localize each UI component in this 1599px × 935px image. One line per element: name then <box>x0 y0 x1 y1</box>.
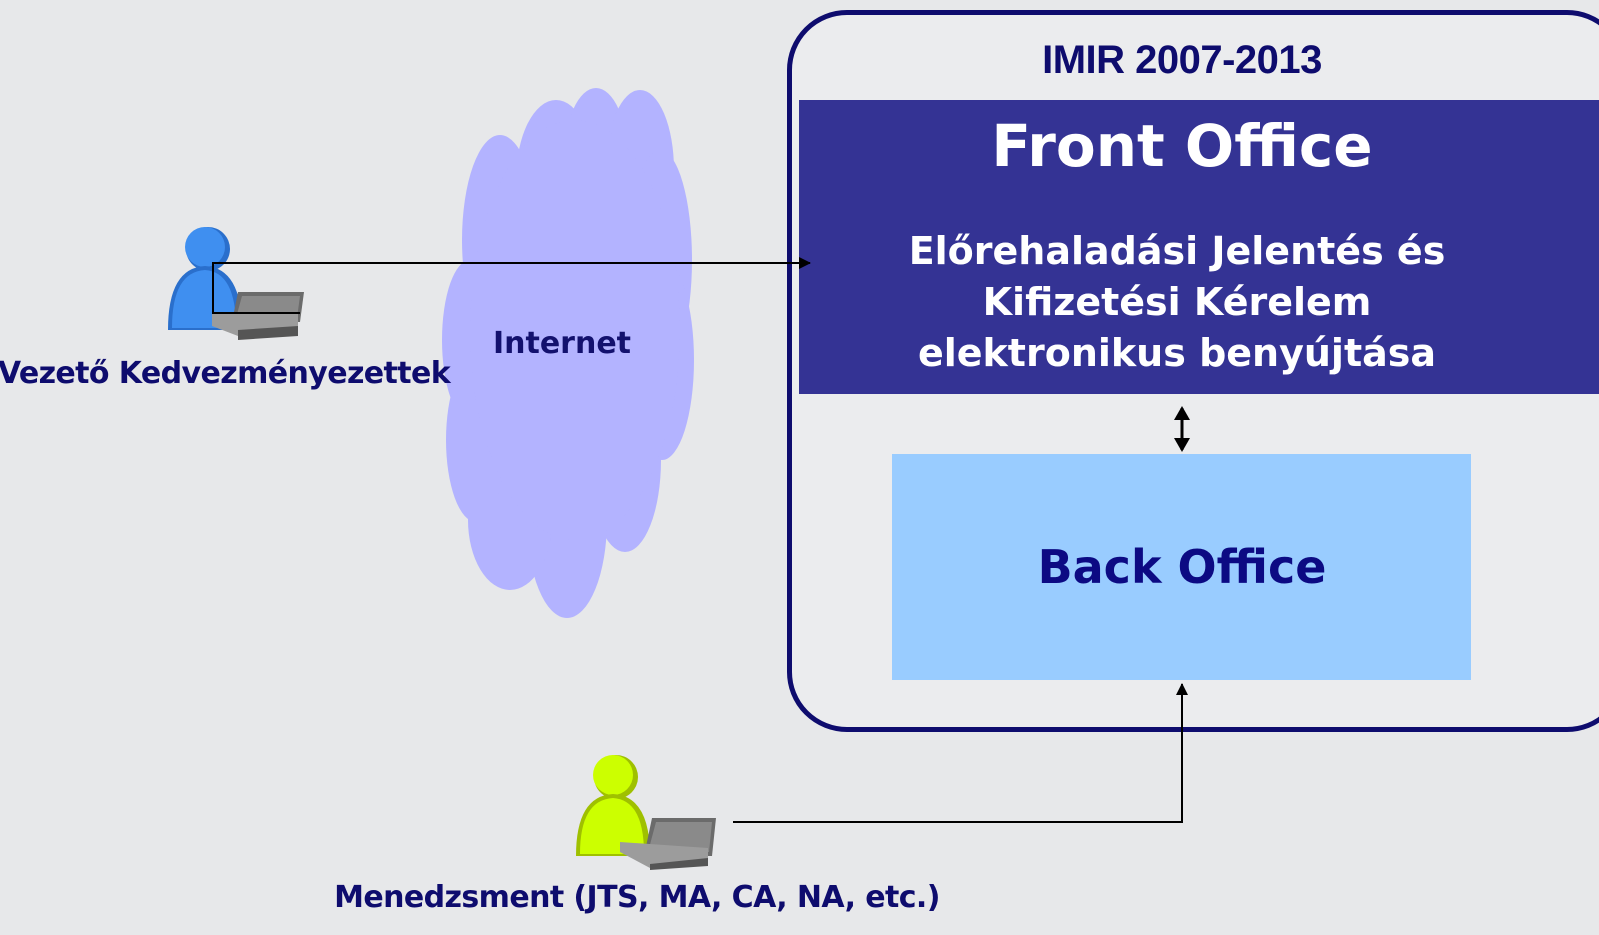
back-office-title: Back Office <box>1037 540 1327 594</box>
management-to-back-office-arrow <box>733 683 1188 823</box>
front-office-title: Front Office <box>991 112 1373 180</box>
beneficiaries-label: Vezető Kedvezményezettek <box>0 356 451 391</box>
beneficiaries-user-icon <box>168 227 304 340</box>
laptop-icon <box>212 292 304 340</box>
back-office-box <box>892 454 1471 680</box>
management-label: Menedzsment (JTS, MA, CA, NA, etc.) <box>334 880 940 915</box>
management-user-icon <box>576 755 716 870</box>
internet-label: Internet <box>492 326 632 361</box>
system-title: IMIR 2007-2013 <box>1042 38 1322 82</box>
front-back-office-double-arrow <box>1174 406 1190 452</box>
front-office-box <box>799 100 1599 394</box>
beneficiaries-to-front-office-arrow <box>212 257 811 314</box>
front-office-description: Előrehaladási Jelentés és Kifizetési Kér… <box>908 229 1446 375</box>
laptop-icon <box>620 818 716 870</box>
